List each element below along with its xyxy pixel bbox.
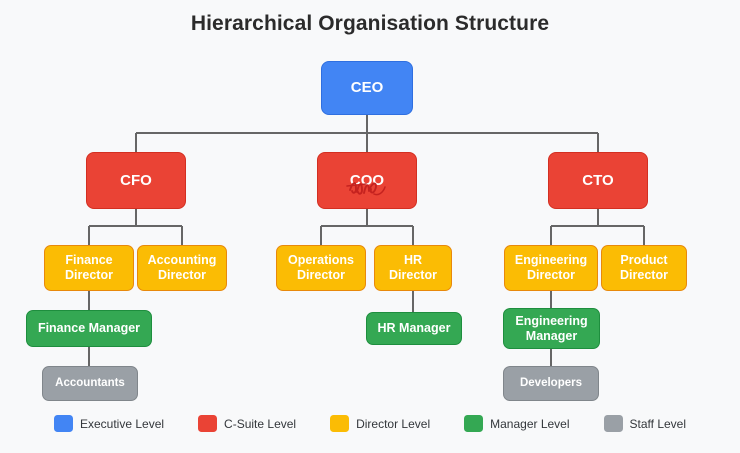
node-hr-director-label: HR Director (389, 253, 437, 282)
legend-item-director: Director Level (330, 415, 430, 432)
node-coo-label: COO (349, 171, 385, 189)
node-developers[interactable]: Developers (503, 366, 599, 401)
node-finance-director-label: Finance Director (65, 253, 113, 282)
node-accountants[interactable]: Accountants (42, 366, 138, 401)
node-developers-label: Developers (519, 376, 582, 389)
node-finance-manager[interactable]: Finance Manager (26, 310, 152, 347)
node-finance-manager-label: Finance Manager (37, 321, 141, 336)
legend-item-executive: Executive Level (54, 415, 164, 432)
legend-label-executive: Executive Level (80, 416, 165, 431)
legend-swatch-csuite (198, 415, 218, 432)
node-engineering-director-label: Engineering Director (514, 253, 588, 282)
node-engineering-director[interactable]: Engineering Director (504, 245, 598, 291)
node-product-director-label: Product Director (620, 253, 668, 282)
legend-label-director: Director Level (356, 416, 431, 431)
legend-label-manager: Manager Level (490, 416, 570, 431)
legend-item-manager: Manager Level (464, 415, 570, 432)
node-finance-director[interactable]: Finance Director (44, 245, 134, 291)
node-cfo[interactable]: CFO (86, 152, 186, 209)
node-accounting-director[interactable]: Accounting Director (137, 245, 227, 291)
node-cto[interactable]: CTO (548, 152, 648, 209)
node-accounting-director-label: Accounting Director (147, 253, 217, 282)
node-operations-director[interactable]: Operations Director (276, 245, 366, 291)
legend-swatch-staff (603, 415, 623, 432)
legend-swatch-manager (464, 415, 484, 432)
node-accountants-label: Accountants (55, 376, 125, 389)
node-product-director[interactable]: Product Director (601, 245, 687, 291)
legend-item-staff: Staff Level (603, 415, 686, 432)
legend-swatch-executive (54, 415, 73, 432)
node-hr-manager[interactable]: HR Manager (366, 312, 462, 345)
page-title: Hierarchical Organisation Structure (190, 12, 550, 35)
legend-item-csuite: C-Suite Level (198, 415, 296, 432)
node-engineering-manager-label: Engineering Manager (515, 313, 588, 343)
node-cfo-label: CFO (120, 171, 152, 189)
legend: Executive Level C-Suite Level Director L… (0, 415, 740, 432)
node-hr-manager-label: HR Manager (377, 321, 451, 336)
node-cto-label: CTO (582, 171, 614, 189)
node-hr-director[interactable]: HR Director (374, 245, 452, 291)
node-operations-director-label: Operations Director (288, 253, 354, 282)
legend-label-staff: Staff Level (629, 416, 686, 431)
node-coo[interactable]: COO (317, 152, 417, 209)
node-engineering-manager[interactable]: Engineering Manager (503, 308, 600, 349)
legend-swatch-director (330, 415, 350, 432)
node-ceo[interactable]: CEO (321, 61, 413, 115)
legend-label-csuite: C-Suite Level (224, 416, 297, 431)
node-ceo-label: CEO (350, 79, 384, 97)
